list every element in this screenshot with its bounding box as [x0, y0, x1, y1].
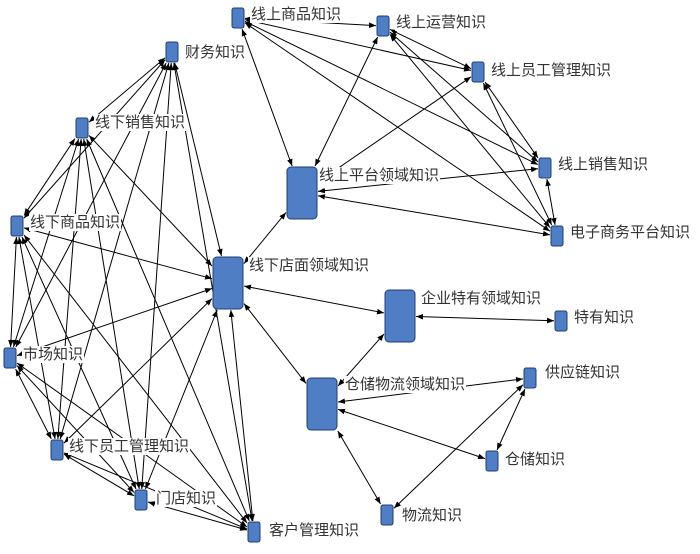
- edge-online_ops-online_platform: [314, 36, 379, 167]
- node-label-online_sales: 线上销售知识: [557, 155, 650, 173]
- node-logistics_domain: [306, 377, 338, 431]
- edge-customer-offline_store: [228, 309, 255, 522]
- edge-logistics_domain-logistics: [337, 430, 381, 505]
- node-label-customer: 客户管理知识: [268, 521, 361, 539]
- edge-ecommerce-online_platform: [317, 194, 551, 237]
- node-label-store: 门店知识: [155, 489, 218, 507]
- node-market: [3, 347, 17, 369]
- node-finance: [165, 41, 179, 63]
- node-ecommerce: [550, 225, 564, 247]
- node-offline_staff: [50, 439, 64, 461]
- node-store: [134, 489, 148, 511]
- edge-offline_store-enterprise: [243, 284, 385, 315]
- edge-offline_store-online_platform: [243, 212, 287, 264]
- node-online_sales: [538, 157, 552, 179]
- node-label-supply: 供应链知识: [544, 363, 622, 381]
- edge-market-offline_staff: [15, 368, 52, 440]
- node-online_ops: [376, 15, 390, 37]
- node-label-online_ops: 线上运营知识: [395, 13, 488, 31]
- node-offline_sales: [75, 117, 89, 139]
- node-label-ecommerce: 电子商务平台知识: [569, 223, 692, 241]
- edge-finance-offline_store: [173, 62, 223, 257]
- node-customer: [247, 521, 261, 543]
- node-label-warehouse: 仓储知识: [504, 450, 567, 468]
- node-label-logistics: 物流知识: [401, 506, 464, 524]
- edge-online_goods-online_sales: [244, 20, 539, 166]
- edge-offline_staff-offline_store: [63, 298, 213, 444]
- node-online_goods: [231, 7, 245, 29]
- node-offline_store: [212, 256, 244, 310]
- edge-offline_sales-offline_store: [88, 135, 213, 267]
- node-warehouse: [485, 450, 499, 472]
- node-label-market: 市场知识: [22, 345, 85, 363]
- edge-online_staff-ecommerce: [482, 82, 553, 226]
- edge-enterprise-specific: [415, 313, 555, 324]
- node-label-offline_sales: 线下销售知识: [94, 113, 187, 131]
- edge-warehouse-supply: [496, 388, 526, 451]
- edge-logistics-supply: [393, 384, 524, 509]
- node-enterprise: [384, 289, 416, 343]
- node-label-finance: 财务知识: [184, 43, 247, 61]
- edge-online_staff-online_sales: [484, 81, 539, 159]
- edge-store-offline_store: [144, 309, 218, 490]
- node-label-logistics_domain: 仓储物流领域知识: [344, 375, 467, 393]
- node-offline_goods: [10, 215, 24, 237]
- node-label-online_staff: 线上员工管理知识: [490, 61, 613, 79]
- edge-offline_store-logistics_domain: [243, 303, 307, 384]
- edge-finance-offline_goods: [23, 59, 166, 219]
- node-label-offline_staff: 线下员工管理知识: [68, 437, 191, 455]
- edge-online_staff-online_platform: [317, 76, 472, 183]
- node-label-specific: 特有知识: [573, 308, 636, 326]
- edge-offline_goods-offline_staff: [17, 236, 57, 440]
- edge-offline_sales-customer: [86, 138, 250, 522]
- node-label-online_platform: 线上平台领域知识: [318, 166, 441, 184]
- node-logistics: [380, 504, 394, 526]
- edge-offline_goods-offline_store: [23, 227, 213, 280]
- edge-offline_sales-offline_staff: [55, 138, 84, 440]
- edge-online_goods-online_platform: [241, 28, 293, 167]
- edge-offline_goods-market: [8, 236, 19, 348]
- node-label-offline_goods: 线下商品知识: [29, 213, 122, 231]
- edge-finance-market: [15, 62, 167, 348]
- node-supply: [523, 367, 537, 389]
- node-label-online_goods: 线上商品知识: [250, 5, 343, 23]
- node-online_staff: [471, 61, 485, 83]
- edge-offline_sales-offline_goods: [23, 138, 76, 216]
- node-label-enterprise: 企业特有领域知识: [420, 289, 543, 307]
- edge-online_ops-online_sales: [389, 31, 539, 163]
- node-label-offline_store: 线下店面领域知识: [248, 256, 371, 274]
- node-specific: [554, 310, 568, 332]
- node-online_platform: [286, 166, 318, 220]
- edge-offline_sales-market: [12, 138, 80, 348]
- edge-logistics_domain-warehouse: [337, 408, 486, 460]
- edge-online_sales-ecommerce: [545, 178, 557, 226]
